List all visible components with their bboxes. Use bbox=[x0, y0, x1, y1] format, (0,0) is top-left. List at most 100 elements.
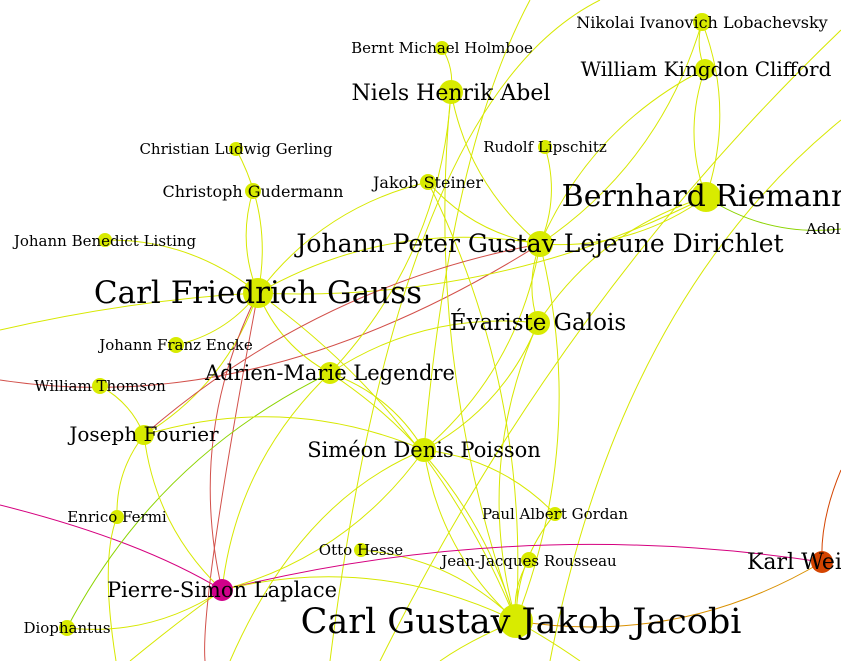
node-encke[interactable] bbox=[168, 337, 184, 353]
edge-abel-legendre bbox=[329, 91, 452, 374]
edge-fourier-fermi bbox=[116, 434, 145, 518]
node-label-abel: Niels Henrik Abel bbox=[352, 81, 551, 106]
node-galois[interactable] bbox=[526, 311, 550, 335]
node-label-adol: Adol bbox=[805, 220, 840, 238]
graph-edge bbox=[329, 0, 601, 661]
node-label-jacobi: Carl Gustav Jakob Jacobi bbox=[301, 602, 742, 642]
edge-fourier-poisson bbox=[143, 416, 425, 451]
edge-dirichlet-jacobi bbox=[515, 243, 560, 622]
node-hesse[interactable] bbox=[354, 543, 368, 557]
edge-abel-jacobi bbox=[444, 91, 517, 622]
node-label-weierstrass: Karl Weie bbox=[747, 550, 841, 575]
node-steiner[interactable] bbox=[420, 174, 436, 190]
node-label-laplace: Pierre-Simon Laplace bbox=[107, 578, 337, 602]
edge-riemann-dirichlet bbox=[539, 196, 707, 246]
node-label-fermi: Enrico Fermi bbox=[67, 508, 167, 526]
node-thomson[interactable] bbox=[92, 378, 108, 394]
edge-laplace-jacobi bbox=[221, 576, 517, 622]
node-holmboe[interactable] bbox=[435, 41, 449, 55]
edge-galois-jacobi bbox=[498, 322, 539, 622]
node-laplace[interactable] bbox=[211, 579, 233, 601]
node-rousseau[interactable] bbox=[521, 552, 537, 568]
edge-clifford-dirichlet bbox=[539, 68, 706, 245]
graph-edge bbox=[0, 504, 223, 591]
edge-legendre-jacobi bbox=[329, 372, 517, 622]
node-gudermann[interactable] bbox=[245, 183, 261, 199]
edge-steiner-jacobi bbox=[427, 181, 519, 622]
edge-legendre-poisson bbox=[329, 372, 425, 451]
edge-lobachevsky-riemann bbox=[701, 21, 721, 198]
edge-gauss-jacobi bbox=[257, 292, 517, 622]
edge-riemann-galois bbox=[537, 196, 707, 324]
node-abel[interactable] bbox=[439, 80, 463, 104]
node-gordan[interactable] bbox=[548, 507, 562, 521]
edge-gauss-laplace bbox=[209, 292, 259, 591]
graph-edge bbox=[423, 0, 531, 451]
node-dirichlet[interactable] bbox=[527, 231, 553, 257]
edge-abel-dirichlet bbox=[450, 91, 541, 245]
edge-listing-gauss bbox=[104, 239, 259, 294]
edge-diophantus-laplace bbox=[66, 589, 223, 630]
node-label-lipschitz: Rudolf Lipschitz bbox=[483, 138, 607, 156]
node-label-hesse: Otto Hesse bbox=[319, 541, 404, 559]
node-lobachevsky[interactable] bbox=[693, 13, 711, 31]
graph-edge bbox=[549, 119, 841, 661]
node-label-gordan: Paul Albert Gordan bbox=[482, 505, 628, 523]
node-label-steiner: Jakob Steiner bbox=[371, 173, 483, 192]
graph-edge bbox=[204, 292, 259, 661]
node-label-gudermann: Christoph Gudermann bbox=[163, 182, 344, 201]
edge-poisson-laplace bbox=[221, 449, 425, 591]
edge-gerling-gauss bbox=[235, 148, 263, 294]
node-fermi[interactable] bbox=[110, 510, 124, 524]
node-diophantus[interactable] bbox=[59, 620, 75, 636]
edge-gauss-fourier bbox=[143, 292, 259, 436]
graph-edge bbox=[0, 292, 259, 331]
edge-clifford-riemann bbox=[693, 68, 707, 198]
node-gerling[interactable] bbox=[229, 142, 243, 156]
edge-hesse-jacobi bbox=[360, 549, 517, 622]
node-label-lobachevsky: Nikolai Ivanovich Lobachevsky bbox=[576, 13, 827, 32]
edge-lobachevsky-dirichlet bbox=[539, 21, 703, 245]
node-label-holmboe: Bernt Michael Holmboe bbox=[351, 39, 533, 57]
node-label-diophantus: Diophantus bbox=[23, 619, 110, 637]
node-label-gerling: Christian Ludwig Gerling bbox=[139, 140, 333, 158]
node-lipschitz[interactable] bbox=[538, 140, 552, 154]
node-listing[interactable] bbox=[98, 233, 112, 247]
edge-legendre-diophantus bbox=[66, 372, 331, 629]
node-jacobi[interactable] bbox=[499, 604, 533, 638]
graph-edge bbox=[129, 589, 223, 661]
edge-riemann-adol bbox=[705, 196, 841, 231]
node-label-galois: Évariste Galois bbox=[450, 309, 626, 336]
node-clifford[interactable] bbox=[695, 59, 715, 79]
edge-galois-poisson bbox=[423, 322, 539, 451]
edge-dirichlet-fourier bbox=[143, 243, 541, 436]
node-label-fourier: Joseph Fourier bbox=[67, 422, 219, 446]
node-fourier[interactable] bbox=[134, 425, 154, 445]
edge-fourier-laplace bbox=[143, 434, 223, 591]
graph-edge bbox=[379, 29, 841, 661]
node-label-riemann: Bernhard Riemann bbox=[562, 179, 841, 214]
edge-riemann-gauss bbox=[257, 196, 707, 295]
edge-steiner-gauss bbox=[257, 181, 429, 294]
node-label-rousseau: Jean-Jacques Rousseau bbox=[439, 552, 617, 570]
edge-gauss-dirichlet bbox=[257, 236, 541, 294]
node-gauss[interactable] bbox=[243, 278, 273, 308]
node-label-encke: Johann Franz Encke bbox=[97, 336, 253, 354]
edge-steiner-dirichlet bbox=[427, 181, 541, 245]
node-legendre[interactable] bbox=[319, 362, 341, 384]
edge-galois-legendre bbox=[329, 320, 539, 374]
edge-legendre-laplace bbox=[221, 372, 331, 591]
graph-edge bbox=[0, 243, 541, 388]
edge-poisson-jacobi bbox=[423, 449, 517, 622]
edge-jacobi-weierstrass bbox=[515, 561, 823, 628]
node-weierstrass[interactable] bbox=[811, 551, 833, 573]
graph-edge bbox=[821, 469, 841, 563]
node-label-clifford: William Kingdon Clifford bbox=[581, 57, 832, 81]
node-poisson[interactable] bbox=[412, 438, 436, 462]
node-label-dirichlet: Johann Peter Gustav Lejeune Dirichlet bbox=[293, 229, 783, 258]
node-riemann[interactable] bbox=[691, 182, 721, 212]
graph-edge bbox=[107, 516, 118, 661]
